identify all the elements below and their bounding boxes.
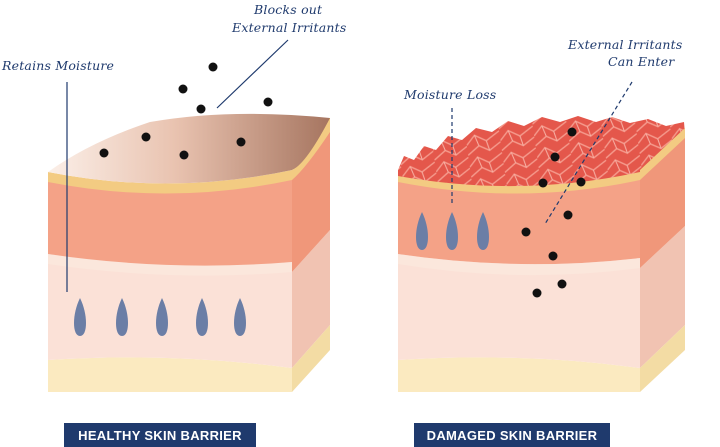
irritant-particle (576, 177, 586, 187)
damaged-irritants-label-1: External Irritants (567, 37, 683, 52)
droplet-icon (477, 212, 489, 250)
healthy-side-epidermis (292, 130, 330, 272)
damaged-layer-base (398, 357, 640, 392)
healthy-layer-epidermis (48, 178, 292, 266)
irritant-particle (263, 97, 273, 107)
damaged-surface-edge (640, 128, 685, 180)
damaged-layer-band (398, 254, 640, 276)
damaged-moisture-label: Moisture Loss (403, 87, 496, 102)
irritant-particle (208, 62, 218, 72)
healthy-surface-edge (292, 118, 330, 180)
damaged-skin-block (398, 116, 685, 392)
irritant-particle (141, 132, 151, 142)
healthy-irritants-pointer (216, 39, 289, 109)
irritant-particle (532, 288, 542, 298)
irritant-particle (196, 104, 206, 114)
damaged-layer-dermis (398, 262, 640, 368)
irritant-particle (563, 210, 573, 220)
droplet-icon (156, 298, 168, 336)
damaged-irritants-label-2: Can Enter (608, 54, 675, 69)
healthy-layer-stratum (48, 170, 292, 194)
droplet-icon (416, 212, 428, 250)
droplet-icon (196, 298, 208, 336)
damaged-side-base (640, 325, 685, 392)
droplet-icon (446, 212, 458, 250)
damaged-droplets (416, 212, 489, 250)
healthy-droplets (74, 298, 246, 336)
healthy-title: HEALTHY SKIN BARRIER (78, 428, 242, 443)
damaged-irritants (521, 127, 586, 298)
damaged-title-badge (414, 423, 610, 447)
healthy-irritants-label-1: Blocks out (253, 2, 323, 17)
healthy-layer-base (48, 357, 292, 392)
irritant-particle (99, 148, 109, 158)
healthy-skin-block (48, 113, 330, 392)
healthy-irritants-label-2: External Irritants (231, 20, 347, 35)
irritant-particle (178, 84, 188, 94)
irritant-particle (538, 178, 548, 188)
healthy-irritants (99, 62, 273, 160)
irritant-particle (179, 150, 189, 160)
healthy-side-base (292, 325, 330, 392)
irritant-particle (548, 251, 558, 261)
healthy-title-badge (64, 423, 256, 447)
healthy-moisture-label: Retains Moisture (1, 58, 114, 73)
damaged-layer-epidermis (398, 178, 640, 265)
droplet-icon (116, 298, 128, 336)
damaged-layer-stratum (398, 170, 640, 194)
damaged-surface (398, 116, 685, 187)
healthy-side-dermis (292, 230, 330, 368)
healthy-surface (48, 113, 330, 184)
droplet-icon (234, 298, 246, 336)
irritant-particle (236, 137, 246, 147)
irritant-particle (550, 152, 560, 162)
irritant-particle (567, 127, 577, 137)
droplet-icon (74, 298, 86, 336)
damaged-title: DAMAGED SKIN BARRIER (427, 428, 598, 443)
damaged-side-dermis (640, 226, 685, 368)
irritant-particle (557, 279, 567, 289)
irritant-particle (521, 227, 531, 237)
healthy-layer-dermis (48, 262, 292, 368)
